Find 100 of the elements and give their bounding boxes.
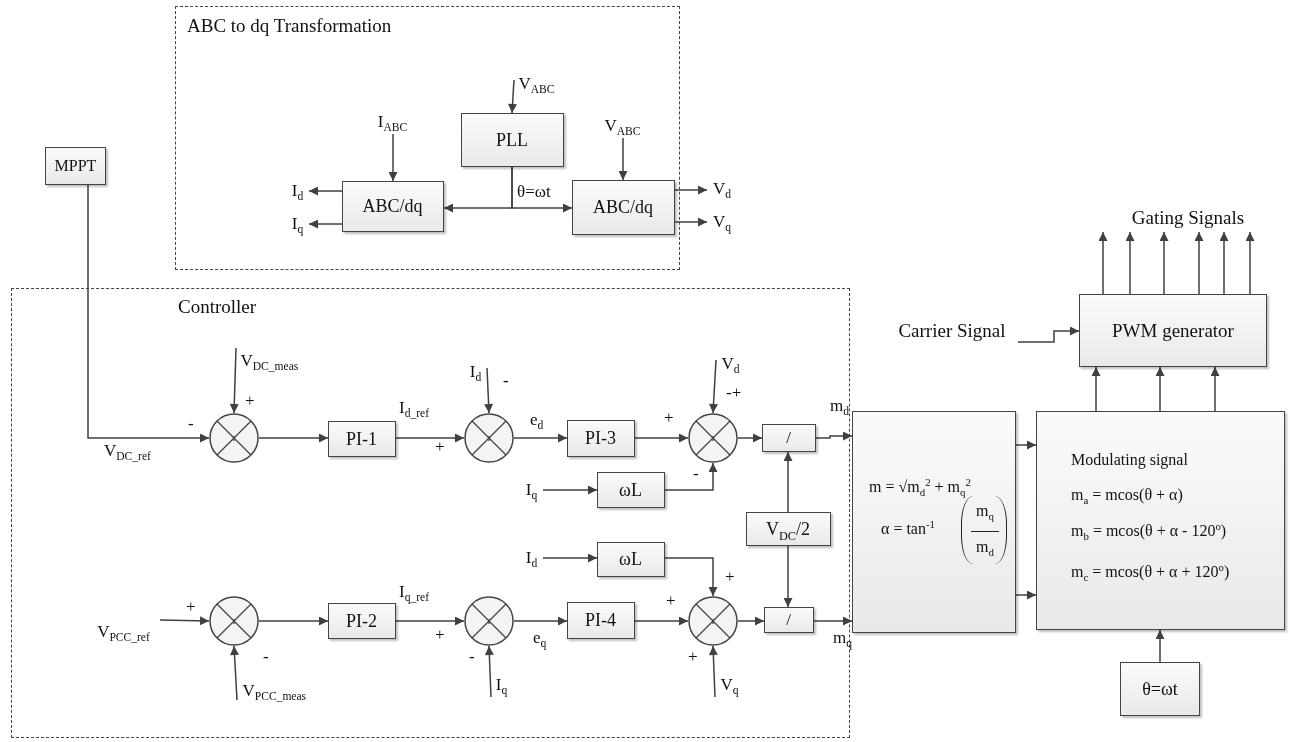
- arrow: [1098, 231, 1108, 295]
- arrow: [708, 645, 718, 698]
- process-block: [596, 541, 665, 577]
- group-title: Controller: [178, 295, 257, 319]
- arrow: [388, 133, 398, 182]
- arrow: [783, 451, 793, 513]
- process-block: [1079, 294, 1267, 367]
- arrow: [484, 367, 494, 414]
- arrow: [542, 485, 598, 495]
- process-block: [571, 179, 675, 235]
- edge-label: V$_{DC_ref}$: [104, 441, 151, 461]
- block-label: ABC/dq: [593, 196, 653, 218]
- sign-label: -: [693, 464, 699, 484]
- block-label: V$_{DC}$/2: [766, 517, 810, 540]
- block-label: PI-1: [346, 427, 377, 450]
- arrow: [709, 359, 718, 414]
- edge-label: I$_{q_ref}$: [399, 582, 430, 602]
- arrow: [783, 545, 793, 608]
- process-block: [852, 411, 1016, 633]
- signal-label: I$_{ABC}$: [371, 109, 414, 134]
- signal-label: V$_{d}$: [715, 351, 746, 376]
- arrow: [508, 79, 518, 114]
- signal-label: V$_{d}$: [707, 177, 737, 201]
- signal-label: V$_{PCC_ref}$: [87, 619, 160, 644]
- signal-label: V$_{ABC}$: [599, 113, 646, 138]
- process-block: [45, 147, 106, 185]
- summing-junction: [687, 595, 738, 646]
- equation-text: m$_{a}$ = mcos(θ + α): [1071, 485, 1183, 506]
- edge-label: e$_{d}$: [530, 410, 544, 430]
- arrow: [308, 186, 343, 196]
- summing-junction: [208, 595, 259, 646]
- sign-label: +: [245, 391, 255, 411]
- arrow: [634, 616, 689, 626]
- arrow: [258, 616, 329, 626]
- signal-label: Carrier Signal: [886, 318, 1018, 344]
- signal-label: Gating Signals: [1100, 204, 1276, 232]
- sign-label: +: [725, 567, 735, 587]
- group-title: ABC to dq Transformation: [187, 14, 392, 38]
- arrow: [737, 616, 765, 626]
- arrow: [1015, 590, 1037, 600]
- arrow: [229, 347, 239, 414]
- signal-label: I$_{q}$: [490, 672, 513, 697]
- fraction-denominator: m$_{d}$: [975, 537, 995, 558]
- arrow: [395, 433, 465, 443]
- arrow: [1245, 231, 1255, 295]
- arrow: [664, 462, 718, 491]
- block-label: ωL: [619, 548, 642, 570]
- block-label: /: [786, 608, 791, 631]
- arrow: [513, 433, 568, 443]
- arrow: [674, 217, 708, 227]
- equation-text: m$_{b}$ = mcos(θ + α - 120$^{o}$): [1071, 520, 1227, 542]
- signal-label: I$_{d}$: [520, 545, 543, 570]
- signal-label: V$_{q}$: [707, 210, 737, 234]
- block-label: ωL: [619, 478, 642, 501]
- arrow: [634, 433, 689, 443]
- summing-junction: [687, 412, 738, 463]
- process-block: [566, 601, 635, 639]
- fraction-numerator: m$_{q}$: [975, 501, 995, 522]
- block-label: /: [786, 426, 791, 449]
- edge-label: e$_{q}$: [533, 628, 547, 648]
- block-label: MPPT: [54, 156, 97, 176]
- block-label: PI-3: [585, 427, 616, 449]
- arrow: [484, 645, 494, 698]
- process-block: [596, 471, 665, 508]
- process-block: [327, 602, 396, 639]
- signal-label: I$_{d}$: [286, 178, 309, 203]
- signal-label: V$_{q}$: [714, 672, 745, 697]
- sign-label: -: [188, 414, 194, 434]
- summing-junction: [208, 412, 259, 463]
- arrow: [1015, 440, 1037, 450]
- sign-label: -: [263, 647, 269, 667]
- arrow: [1155, 366, 1165, 412]
- signal-label: V$_{DC_meas}$: [234, 347, 331, 374]
- sign-label: +: [664, 408, 674, 428]
- arrow: [1091, 366, 1101, 412]
- edge-label: m$_{d}$: [830, 396, 849, 416]
- sign-label: -+: [726, 383, 742, 403]
- signal-label: V$_{ABC}$: [513, 71, 560, 96]
- arrow: [815, 431, 853, 441]
- sign-label: -: [503, 371, 509, 391]
- block-label: PI-4: [585, 609, 616, 631]
- arrow: [230, 645, 239, 701]
- process-block: [745, 511, 831, 546]
- summing-junction: [463, 412, 514, 463]
- arrow: [87, 184, 210, 443]
- signal-label: I$_{d}$: [464, 359, 487, 384]
- arrow: [737, 433, 763, 443]
- process-block: [763, 606, 814, 633]
- arrow: [513, 616, 568, 626]
- process-block: [341, 180, 444, 232]
- process-block: [1036, 411, 1285, 630]
- arrow: [308, 219, 343, 229]
- sign-label: +: [688, 647, 698, 667]
- summing-junction: [463, 595, 514, 646]
- block-label: PLL: [496, 128, 528, 151]
- edge-label: θ=ωt: [517, 182, 551, 202]
- block-label: PWM generator: [1112, 319, 1234, 342]
- arrow: [1017, 326, 1080, 343]
- block-label: ABC/dq: [362, 195, 423, 217]
- arrow: [1125, 231, 1135, 295]
